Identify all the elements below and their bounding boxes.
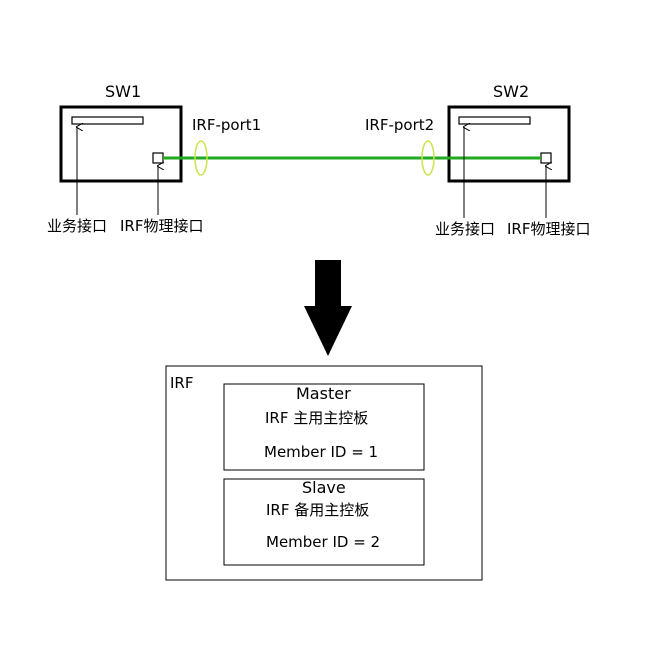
master-member-id: Member ID = 1 bbox=[264, 443, 379, 461]
sw2-business-port-label: 业务接口 bbox=[435, 220, 496, 238]
irf-label: IRF bbox=[170, 374, 194, 392]
master-box bbox=[223, 383, 425, 471]
sw2-name: SW2 bbox=[493, 82, 530, 101]
sw1-business-port-label: 业务接口 bbox=[47, 217, 108, 235]
sw1-irf-physical-port bbox=[152, 152, 164, 164]
slave-role: Slave bbox=[302, 478, 346, 497]
sw2-business-port bbox=[458, 116, 531, 125]
sw1-name: SW1 bbox=[105, 82, 142, 101]
slave-box bbox=[223, 478, 425, 566]
sw1-business-port bbox=[71, 116, 144, 125]
irf-port1-ring bbox=[194, 140, 208, 176]
slave-member-id: Member ID = 2 bbox=[266, 533, 381, 551]
slave-board: IRF 备用主控板 bbox=[266, 501, 370, 519]
irf-port2-label: IRF-port2 bbox=[365, 116, 435, 134]
master-role: Master bbox=[296, 384, 351, 403]
master-board: IRF 主用主控板 bbox=[265, 409, 369, 427]
sw1-physical-port-label: IRF物理接口 bbox=[120, 217, 204, 235]
irf-port2-ring bbox=[421, 140, 435, 176]
irf-port1-label: IRF-port1 bbox=[192, 116, 262, 134]
merge-down-arrow bbox=[304, 260, 352, 356]
sw2-irf-physical-port bbox=[540, 152, 552, 164]
sw2-physical-port-label: IRF物理接口 bbox=[507, 220, 591, 238]
